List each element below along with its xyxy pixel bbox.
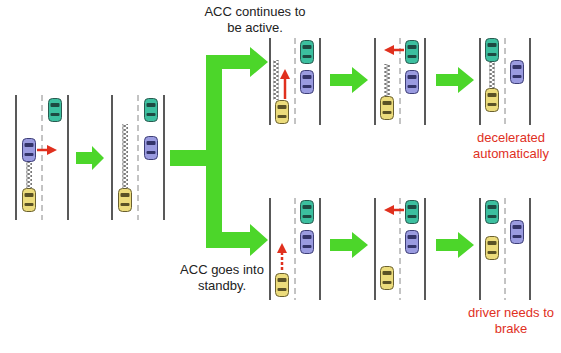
branch-label: ACC goes into standby. bbox=[176, 262, 268, 294]
result-label: decelerated automatically bbox=[463, 130, 559, 162]
branch-label: ACC continues to be active. bbox=[203, 4, 307, 36]
result-label: driver needs to brake bbox=[463, 305, 559, 337]
